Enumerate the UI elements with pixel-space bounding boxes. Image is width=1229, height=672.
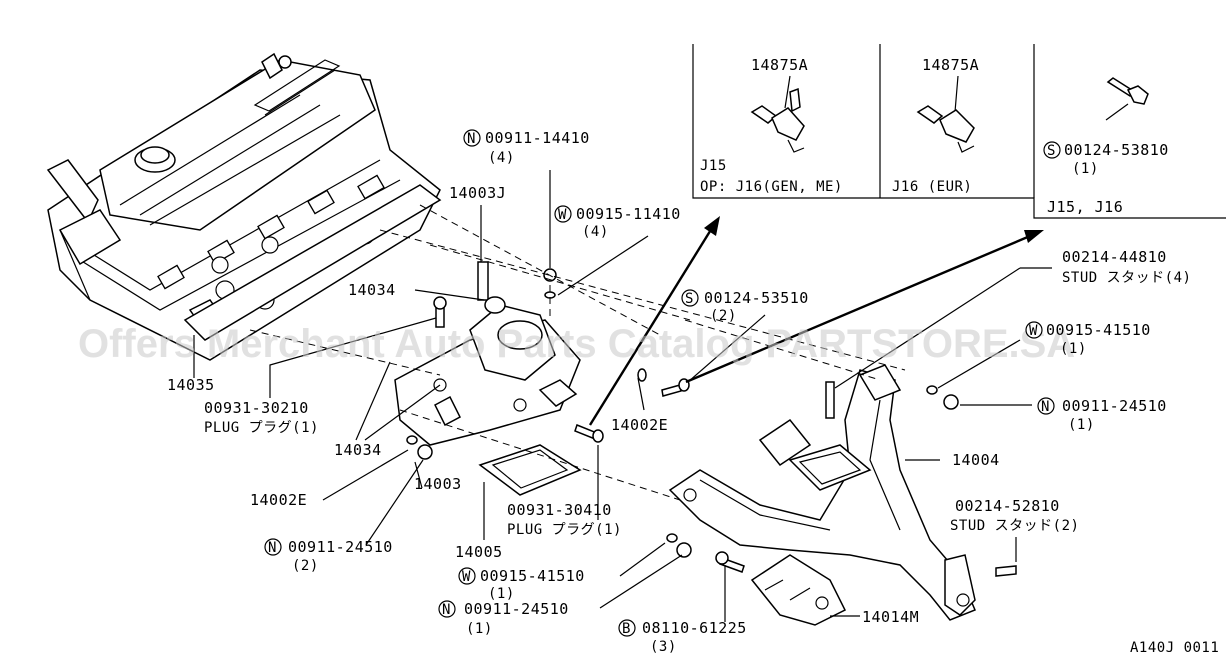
callout-00911-24510-bottom: N 00911-24510 (1) bbox=[438, 600, 569, 637]
svg-text:B: B bbox=[622, 621, 631, 637]
plug-00931-30210-icon bbox=[433, 296, 447, 328]
svg-text:00214-44810: 00214-44810 bbox=[1062, 248, 1167, 266]
bolt-08110-61225-icon bbox=[715, 551, 745, 573]
callout-14002e-mid: 14002E bbox=[611, 416, 668, 434]
svg-text:(2): (2) bbox=[710, 308, 737, 324]
callout-14003j: 14003J bbox=[449, 184, 506, 202]
callout-14035: 14035 bbox=[167, 376, 215, 394]
gasket-14035-icon bbox=[183, 184, 442, 341]
spacer-14034-icon bbox=[484, 296, 506, 314]
inset-3-qty: (1) bbox=[1072, 161, 1099, 177]
inset-3-badge: S bbox=[1043, 141, 1061, 159]
intake-manifold-icon bbox=[394, 304, 581, 446]
callout-14014m: 14014M bbox=[862, 608, 919, 626]
svg-text:00931-30410: 00931-30410 bbox=[507, 501, 612, 519]
inset-boxes bbox=[692, 44, 1226, 219]
callout-00214-52810: 00214-52810 STUD スタッド(2) bbox=[950, 497, 1079, 534]
inset-2-part: 14875A bbox=[922, 56, 979, 74]
callout-14003: 14003 bbox=[414, 475, 462, 493]
svg-text:00915-41510: 00915-41510 bbox=[1046, 321, 1151, 339]
svg-text:N: N bbox=[268, 540, 277, 556]
cylinder-head-icon bbox=[46, 52, 441, 361]
washer-nut-right-icon bbox=[926, 385, 959, 410]
callout-00911-24510-left: N 00911-24510 (2) bbox=[264, 538, 393, 574]
svg-text:S: S bbox=[685, 291, 694, 307]
arrow-to-inset-1 bbox=[588, 216, 720, 426]
inset-3-part: 00124-53810 bbox=[1064, 141, 1169, 159]
nut-washer-top-icon bbox=[543, 268, 557, 299]
arrow-to-inset-3 bbox=[685, 230, 1044, 384]
svg-text:00911-24510: 00911-24510 bbox=[464, 600, 569, 618]
inset-1-part: 14875A bbox=[751, 56, 808, 74]
dashed-guides bbox=[249, 204, 906, 501]
exhaust-manifold-icon bbox=[668, 364, 976, 621]
svg-text:N: N bbox=[1041, 399, 1050, 415]
callout-00931-30210: 00931-30210 PLUG プラグ(1) bbox=[204, 399, 319, 436]
callout-00214-44810: 00214-44810 STUD スタッド(4) bbox=[1062, 248, 1191, 286]
svg-text:08110-61225: 08110-61225 bbox=[642, 619, 747, 637]
svg-text:00915-11410: 00915-11410 bbox=[576, 205, 681, 223]
svg-text:STUD スタッド(4): STUD スタッド(4) bbox=[1062, 270, 1191, 286]
callout-14004: 14004 bbox=[952, 451, 1000, 469]
svg-text:00214-52810: 00214-52810 bbox=[955, 497, 1060, 515]
callout-14002e-left: 14002E bbox=[250, 491, 307, 509]
svg-text:(2): (2) bbox=[292, 558, 319, 574]
svg-text:W: W bbox=[1029, 323, 1038, 339]
washer-nut-left-icon bbox=[406, 435, 433, 460]
svg-text:(1): (1) bbox=[466, 621, 493, 637]
svg-text:PLUG プラグ(1): PLUG プラグ(1) bbox=[204, 420, 319, 436]
svg-text:00911-24510: 00911-24510 bbox=[288, 538, 393, 556]
svg-text:STUD スタッド(2): STUD スタッド(2) bbox=[950, 518, 1079, 534]
washer-nut-bottom-icon bbox=[666, 533, 692, 558]
svg-text:(4): (4) bbox=[488, 150, 515, 166]
callout-00911-14410: N 00911-14410 (4) bbox=[463, 129, 590, 166]
washer-14002e-icon bbox=[637, 368, 647, 382]
callout-00911-24510-right: N 00911-24510 (1) bbox=[1037, 397, 1167, 433]
figure-code: A140J 0011 bbox=[1130, 640, 1219, 656]
callout-14034-bottom: 14034 bbox=[334, 441, 382, 459]
svg-text:00124-53510: 00124-53510 bbox=[704, 289, 809, 307]
callout-08110-61225: B 08110-61225 (3) bbox=[618, 619, 747, 655]
heat-shield-14014m-icon bbox=[750, 554, 847, 626]
stud-00214-44810-icon bbox=[825, 381, 835, 419]
callout-00915-41510-bottom: W 00915-41510 (1) bbox=[458, 567, 585, 602]
svg-text:(1): (1) bbox=[1060, 341, 1087, 357]
sensor-inset-1-icon bbox=[750, 75, 805, 153]
callout-14005: 14005 bbox=[455, 543, 503, 561]
svg-text:W: W bbox=[462, 569, 471, 585]
bolt-00124-53510-icon bbox=[661, 378, 690, 397]
gasket-14005-icon bbox=[478, 444, 582, 496]
svg-text:00915-41510: 00915-41510 bbox=[480, 567, 585, 585]
svg-text:00931-30210: 00931-30210 bbox=[204, 399, 309, 417]
callout-00915-41510-right: W 00915-41510 (1) bbox=[1025, 321, 1151, 357]
stud-14003j-icon bbox=[477, 261, 489, 301]
callout-00931-30410: 00931-30410 PLUG プラグ(1) bbox=[507, 501, 622, 538]
leader-lines bbox=[193, 170, 1052, 622]
svg-text:(4): (4) bbox=[582, 224, 609, 240]
inset-3-caption1: J15, J16 bbox=[1047, 198, 1123, 216]
stud-00214-52810-icon bbox=[995, 565, 1017, 577]
svg-text:(1): (1) bbox=[488, 586, 515, 602]
callout-00915-11410: W 00915-11410 (4) bbox=[554, 205, 681, 240]
inset-1-caption2: OP: J16(GEN, ME) bbox=[700, 179, 843, 195]
svg-text:W: W bbox=[558, 207, 567, 223]
svg-text:00911-24510: 00911-24510 bbox=[1062, 397, 1167, 415]
inset-2-caption1: J16 (EUR) bbox=[892, 179, 972, 195]
plug-00931-30410-icon bbox=[574, 424, 604, 443]
svg-text:00911-14410: 00911-14410 bbox=[485, 129, 590, 147]
svg-text:N: N bbox=[442, 602, 451, 618]
inset-1-caption1: J15 bbox=[700, 158, 727, 174]
svg-text:(1): (1) bbox=[1068, 417, 1095, 433]
watermark-text: Offers Merchant Auto Parts Catalog PARTS… bbox=[78, 322, 1075, 366]
svg-text:N: N bbox=[467, 131, 476, 147]
svg-text:PLUG プラグ(1): PLUG プラグ(1) bbox=[507, 522, 622, 538]
callout-14034-top: 14034 bbox=[348, 281, 396, 299]
svg-text:(3): (3) bbox=[650, 639, 677, 655]
svg-text:S: S bbox=[1047, 143, 1056, 159]
bolt-inset-icon bbox=[1105, 77, 1149, 121]
callout-00124-53510: S 00124-53510 (2) bbox=[681, 289, 809, 324]
sensor-inset-2-icon bbox=[916, 75, 975, 153]
